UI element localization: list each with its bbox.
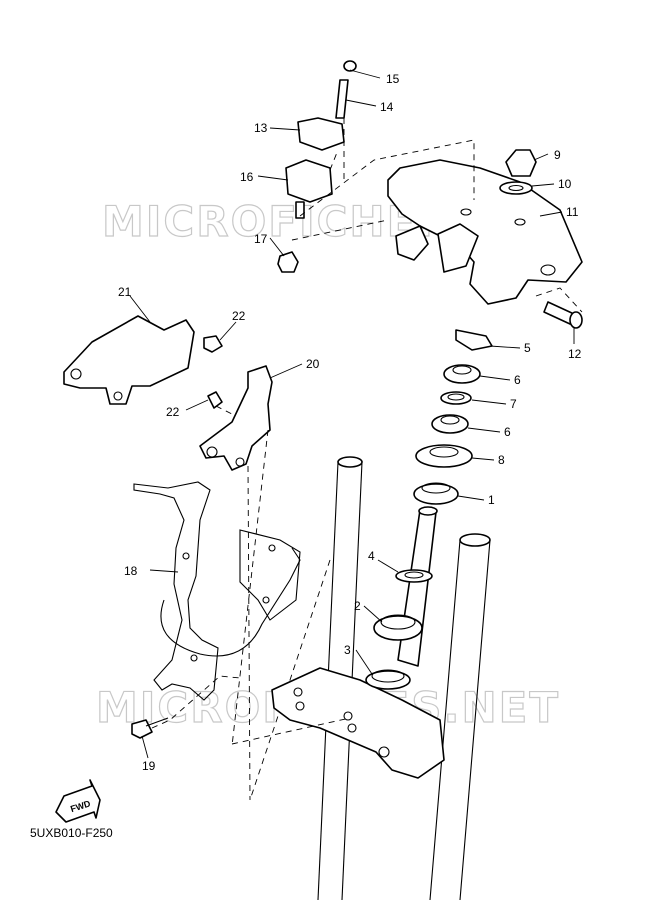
lock-washer-7 bbox=[440, 391, 472, 405]
cap-15 bbox=[343, 60, 357, 72]
upper-bracket-11 bbox=[387, 159, 583, 305]
callout-9: 9 bbox=[554, 148, 561, 162]
callout-16: 16 bbox=[240, 170, 254, 184]
bearing-race-8 bbox=[415, 444, 473, 468]
callout-6-upper: 6 bbox=[514, 373, 521, 387]
callout-21: 21 bbox=[118, 285, 132, 299]
callout-13: 13 bbox=[254, 121, 268, 135]
callout-7: 7 bbox=[510, 397, 517, 411]
bracket-21 bbox=[63, 315, 195, 405]
bolt-guide bbox=[329, 118, 345, 180]
washer-4 bbox=[395, 569, 433, 583]
bolt-14 bbox=[335, 79, 349, 119]
leader-lines bbox=[129, 69, 575, 759]
ring-nut-6-upper bbox=[443, 364, 481, 384]
fwd-arrow-icon: FWD bbox=[55, 779, 101, 823]
callout-17: 17 bbox=[254, 232, 268, 246]
bracket-guide bbox=[215, 405, 269, 801]
bracket-20 bbox=[199, 365, 273, 471]
lower-holder-16 bbox=[285, 159, 333, 219]
callout-8: 8 bbox=[498, 453, 505, 467]
pinch-bolt-guide bbox=[535, 287, 583, 313]
callout-22-upper: 22 bbox=[232, 309, 246, 323]
lower-bearing-2 bbox=[373, 614, 423, 641]
washer-10 bbox=[499, 181, 533, 195]
bolt-19 bbox=[131, 717, 169, 739]
callout-2: 2 bbox=[354, 599, 361, 613]
pinch-bolt-12 bbox=[543, 301, 583, 329]
nut-17 bbox=[277, 251, 299, 273]
lower-dust-seal-3 bbox=[365, 669, 411, 690]
drawing-code: 5UXB010-F250 bbox=[30, 826, 113, 840]
washer-5 bbox=[455, 329, 493, 351]
callout-4: 4 bbox=[368, 549, 375, 563]
callout-10: 10 bbox=[558, 177, 572, 191]
callout-14: 14 bbox=[380, 100, 394, 114]
callout-22-lower: 22 bbox=[166, 405, 180, 419]
callout-20: 20 bbox=[306, 357, 320, 371]
upper-bearing-1 bbox=[413, 482, 459, 505]
callout-12: 12 bbox=[568, 347, 582, 361]
bolt-22-lower bbox=[207, 391, 223, 409]
ring-nut-6-lower bbox=[431, 414, 469, 434]
callout-18: 18 bbox=[124, 564, 138, 578]
callout-6-lower: 6 bbox=[504, 425, 511, 439]
bracket-assembly-18 bbox=[133, 481, 301, 701]
bolt-22-upper bbox=[203, 335, 223, 353]
under-bracket-with-stem bbox=[231, 506, 445, 779]
stem-nut-9 bbox=[505, 149, 537, 177]
upper-holder-13 bbox=[297, 117, 345, 151]
holder-assembly-guide bbox=[291, 139, 475, 241]
callout-3: 3 bbox=[344, 643, 351, 657]
right-fork-tube bbox=[429, 533, 491, 900]
callout-15: 15 bbox=[386, 72, 400, 86]
callout-11: 11 bbox=[566, 205, 579, 219]
callout-5: 5 bbox=[524, 341, 531, 355]
callout-1: 1 bbox=[488, 493, 495, 507]
callout-19: 19 bbox=[142, 759, 156, 773]
